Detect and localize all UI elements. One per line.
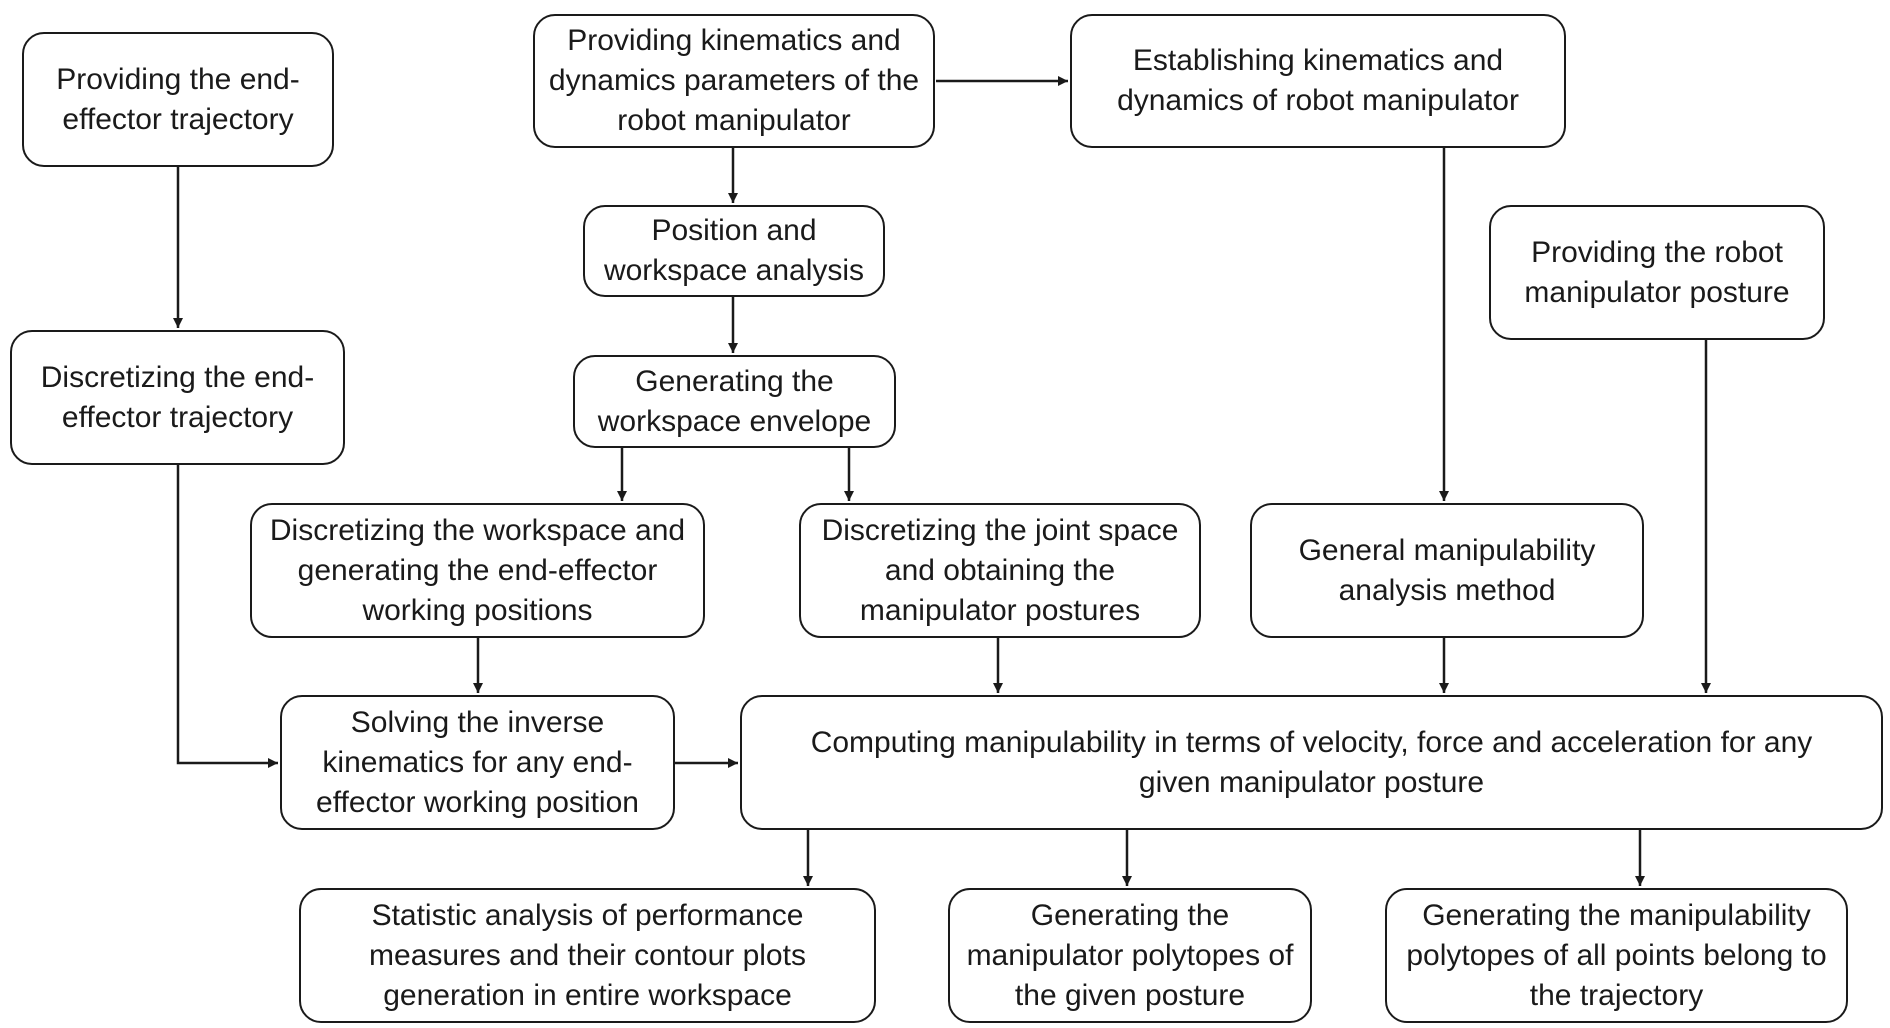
- node-solve-inverse-kinematics-label: Solving the inverse kinematics for any e…: [316, 705, 639, 819]
- node-discretize-workspace: Discretizing the workspace and generatin…: [250, 503, 705, 638]
- node-provide-posture-label: Providing the robot manipulator posture: [1524, 235, 1790, 309]
- node-position-workspace-analysis-label: Position and workspace analysis: [603, 214, 865, 287]
- node-manipulator-polytopes: Generating the manipulator polytopes of …: [948, 888, 1312, 1023]
- node-provide-trajectory-label: Providing the end-effector trajectory: [56, 62, 300, 136]
- node-position-workspace-analysis: Position and workspace analysis: [583, 205, 885, 297]
- edge-n2-n11: [176, 465, 278, 768]
- node-compute-manipulability: Computing manipulability in terms of vel…: [740, 695, 1883, 830]
- node-general-manipulability-label: General manipulability analysis method: [1298, 533, 1596, 607]
- node-discretize-joint-space: Discretizing the joint space and obtaini…: [799, 503, 1201, 638]
- node-trajectory-polytopes-label: Generating the manipulability polytopes …: [1406, 898, 1827, 1012]
- node-provide-parameters-label: Providing kinematics and dynamics parame…: [548, 24, 920, 137]
- node-establish-kinematics: Establishing kinematics and dynamics of …: [1070, 14, 1566, 148]
- node-discretize-workspace-label: Discretizing the workspace and generatin…: [269, 513, 686, 627]
- node-manipulator-polytopes-label: Generating the manipulator polytopes of …: [966, 898, 1294, 1012]
- node-discretize-joint-space-label: Discretizing the joint space and obtaini…: [821, 513, 1179, 627]
- node-provide-trajectory: Providing the end-effector trajectory: [22, 32, 334, 167]
- node-discretize-trajectory-label: Discretizing the end-effector trajectory: [40, 360, 315, 434]
- node-statistic-analysis: Statistic analysis of performance measur…: [299, 888, 876, 1023]
- node-establish-kinematics-label: Establishing kinematics and dynamics of …: [1117, 44, 1519, 117]
- node-generate-envelope-label: Generating the workspace envelope: [597, 364, 872, 438]
- node-discretize-trajectory: Discretizing the end-effector trajectory: [10, 330, 345, 465]
- node-provide-parameters: Providing kinematics and dynamics parame…: [533, 14, 935, 148]
- node-general-manipulability: General manipulability analysis method: [1250, 503, 1644, 638]
- node-solve-inverse-kinematics: Solving the inverse kinematics for any e…: [280, 695, 675, 830]
- node-trajectory-polytopes: Generating the manipulability polytopes …: [1385, 888, 1848, 1023]
- node-statistic-analysis-label: Statistic analysis of performance measur…: [369, 898, 806, 1012]
- node-provide-posture: Providing the robot manipulator posture: [1489, 205, 1825, 340]
- node-generate-envelope: Generating the workspace envelope: [573, 355, 896, 448]
- node-compute-manipulability-label: Computing manipulability in terms of vel…: [810, 725, 1813, 799]
